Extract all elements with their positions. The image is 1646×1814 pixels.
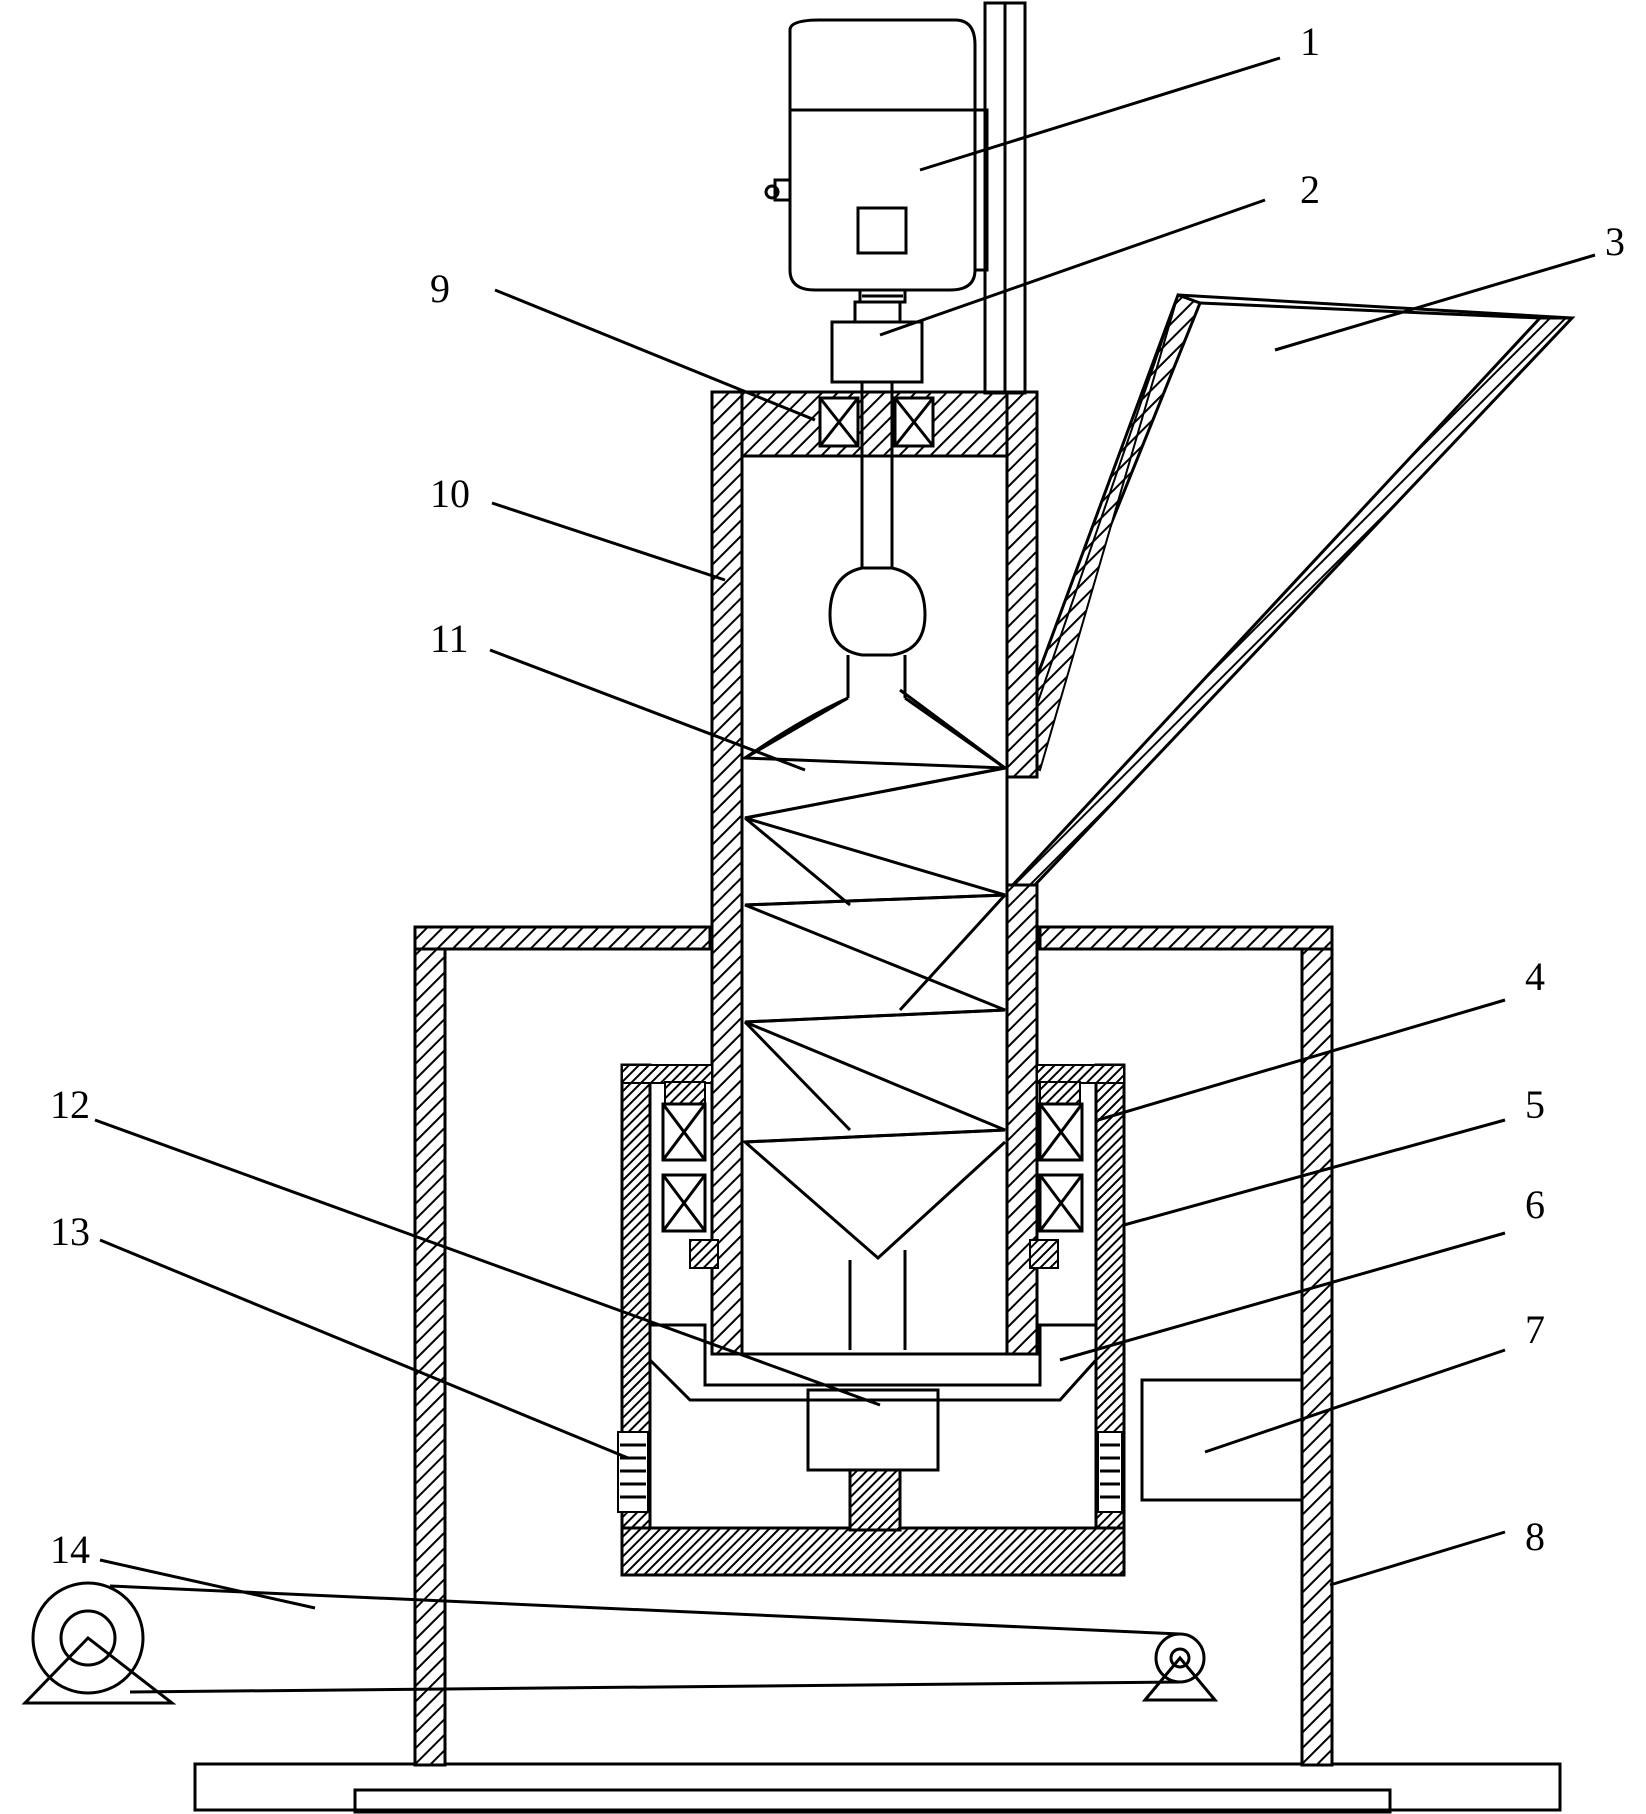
frame [413,925,1334,1767]
outlet-block [806,1388,940,1472]
coupling [830,300,924,384]
screw [739,688,1009,1350]
label-11: 11 [430,616,469,661]
discharge-cone [648,1323,1098,1402]
motor [764,1,1027,395]
label-14: 14 [50,1527,90,1572]
feed-hopper [1006,293,1576,890]
label-8: 8 [1525,1514,1545,1559]
drum-bearings [661,1081,1084,1269]
label-1: 1 [1300,19,1320,64]
label-4: 4 [1525,954,1545,999]
gear-ring [617,1431,1123,1513]
side-motor [1140,1378,1304,1502]
belt-drive [21,1581,1219,1705]
label-2: 2 [1300,167,1320,212]
label-7: 7 [1525,1307,1545,1352]
barrel-housing [710,390,1039,1356]
rotating-drum [620,1063,1126,1577]
label-10: 10 [430,471,470,516]
label-5: 5 [1525,1082,1545,1127]
label-6: 6 [1525,1182,1545,1227]
base-plate [193,1762,1562,1814]
part-labels: 1 2 3 4 5 6 7 8 9 10 11 12 13 14 [50,19,1625,1572]
label-13: 13 [50,1209,90,1254]
label-9: 9 [430,266,450,311]
label-3: 3 [1605,219,1625,264]
top-bearing [818,396,935,448]
drive-shaft [828,382,927,698]
label-12: 12 [50,1082,90,1127]
leader-lines [94,56,1596,1610]
